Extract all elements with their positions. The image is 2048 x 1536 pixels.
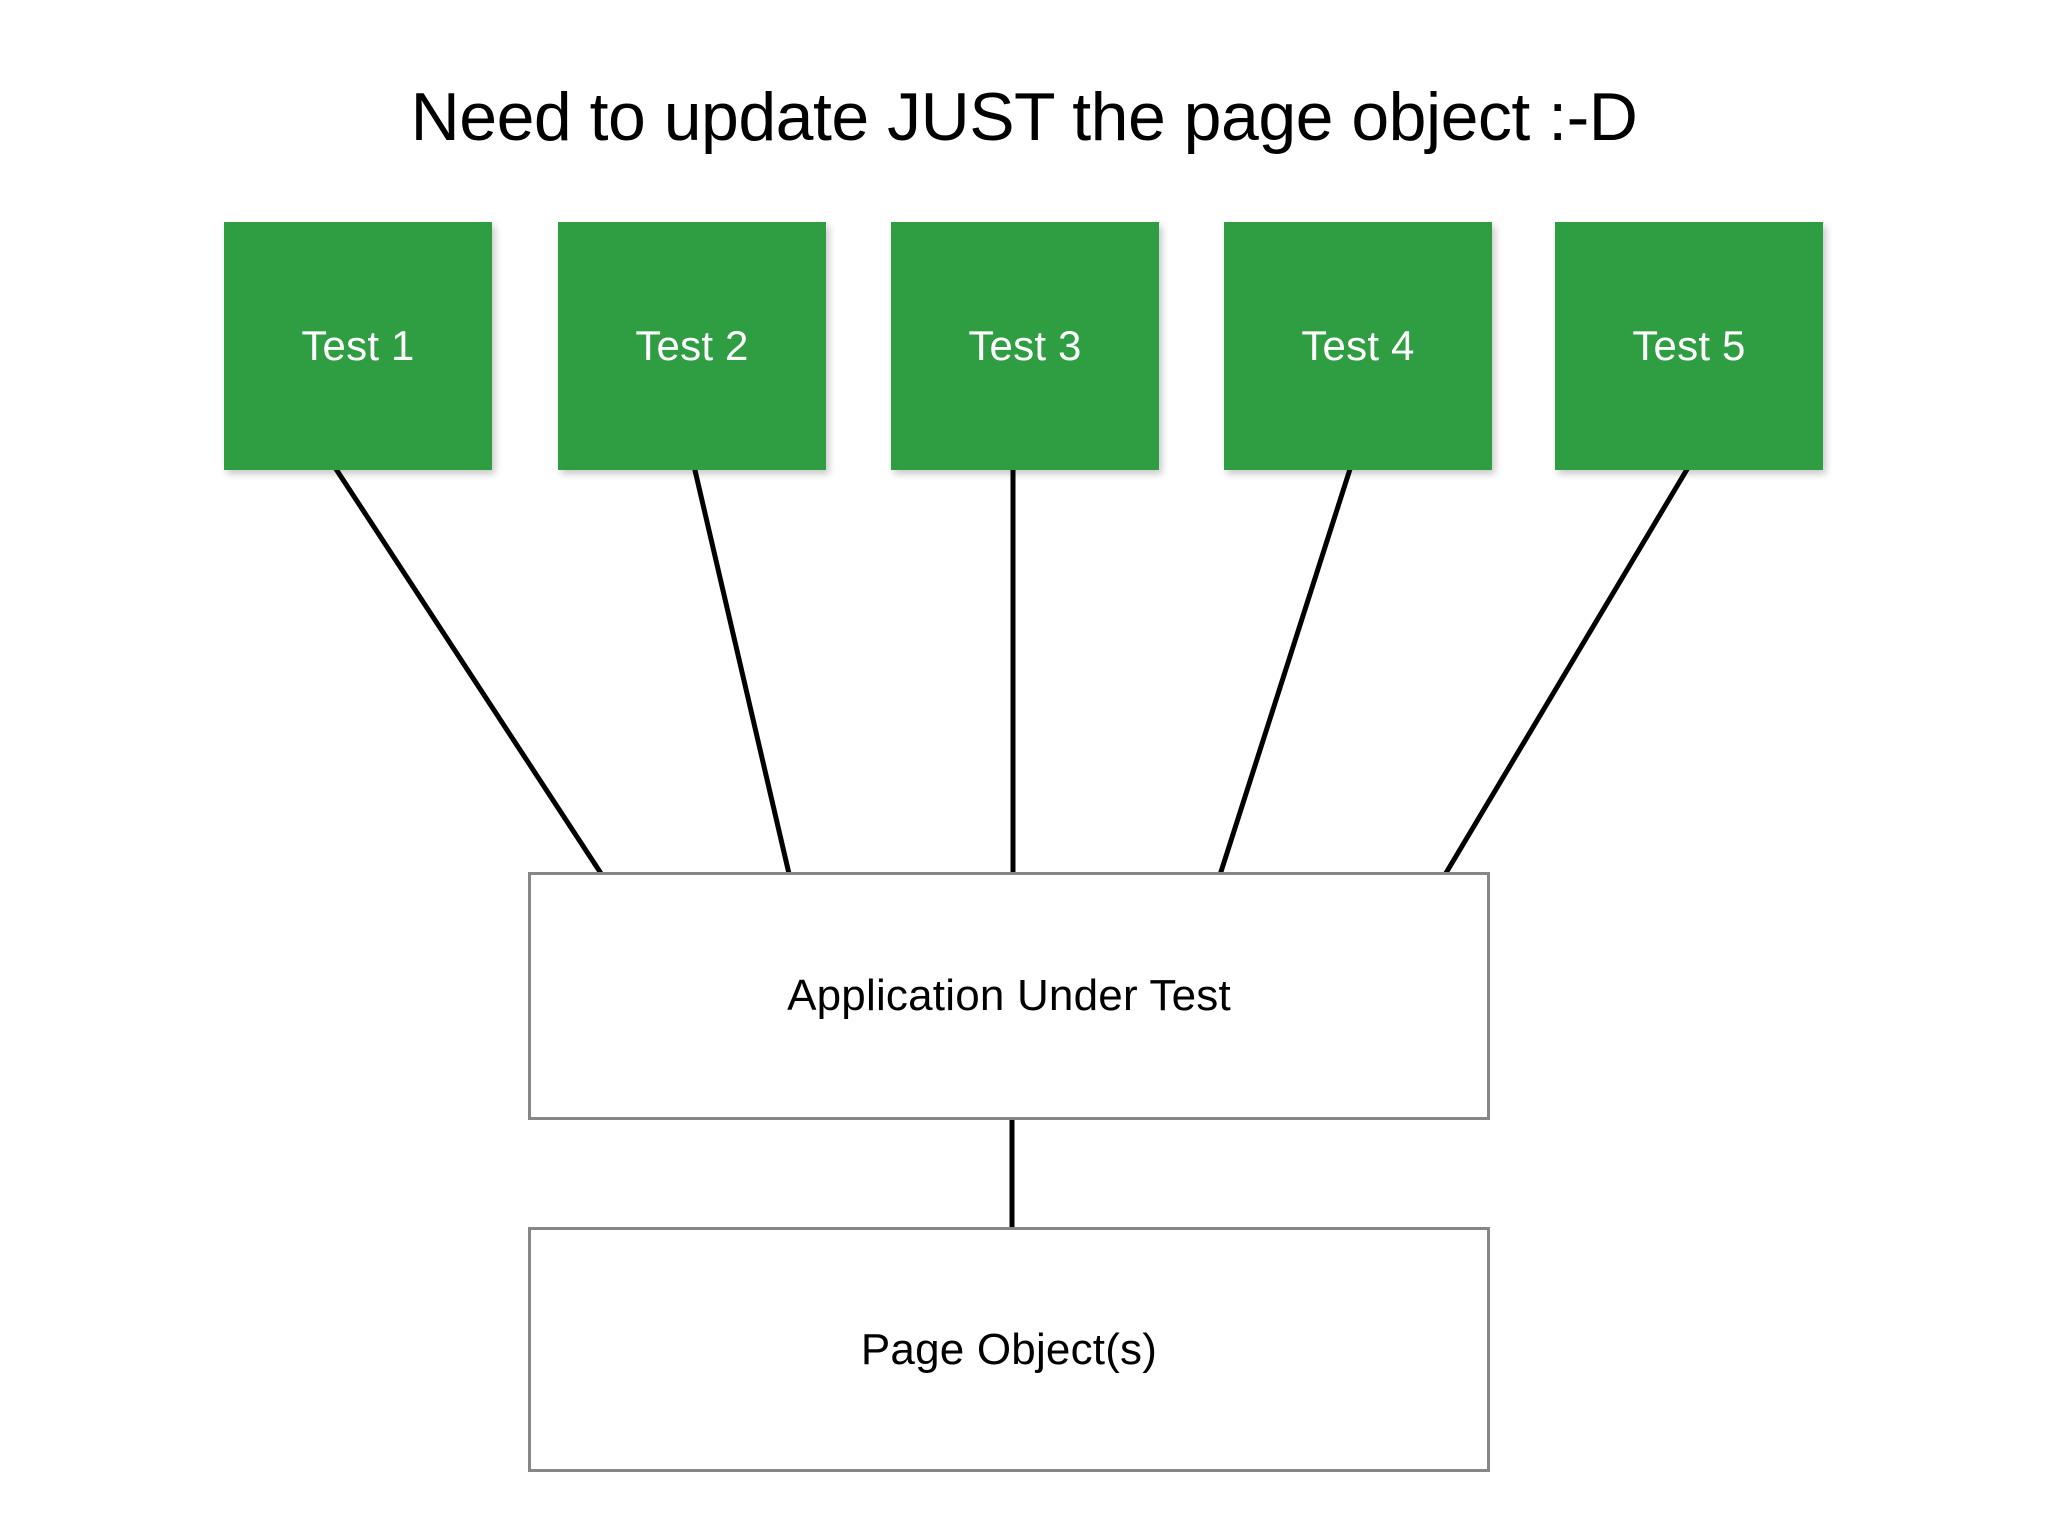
page-objects-label: Page Object(s): [860, 1324, 1158, 1374]
test-box-3[interactable]: Test 3: [891, 222, 1159, 470]
test-box-label: Test 3: [968, 322, 1082, 369]
test-box-5[interactable]: Test 5: [1555, 222, 1823, 470]
page-objects-box[interactable]: Page Object(s): [528, 1227, 1490, 1472]
connector-test5-to-aut: [1440, 464, 1692, 880]
connector-test4-to-aut: [1216, 465, 1354, 879]
test-box-2[interactable]: Test 2: [558, 222, 826, 470]
test-box-1[interactable]: Test 1: [224, 222, 492, 470]
test-box-4[interactable]: Test 4: [1224, 222, 1492, 470]
test-box-label: Test 2: [635, 322, 749, 369]
connector-test1-to-aut: [331, 464, 607, 880]
test-box-label: Test 1: [301, 322, 415, 369]
test-box-label: Test 5: [1632, 322, 1746, 369]
page-title: Need to update JUST the page object :-D: [410, 79, 1638, 155]
connector-test2-to-aut: [691, 465, 793, 879]
application-under-test-box[interactable]: Application Under Test: [528, 872, 1490, 1120]
test-box-label: Test 4: [1301, 322, 1415, 369]
application-under-test-label: Application Under Test: [787, 971, 1231, 1020]
